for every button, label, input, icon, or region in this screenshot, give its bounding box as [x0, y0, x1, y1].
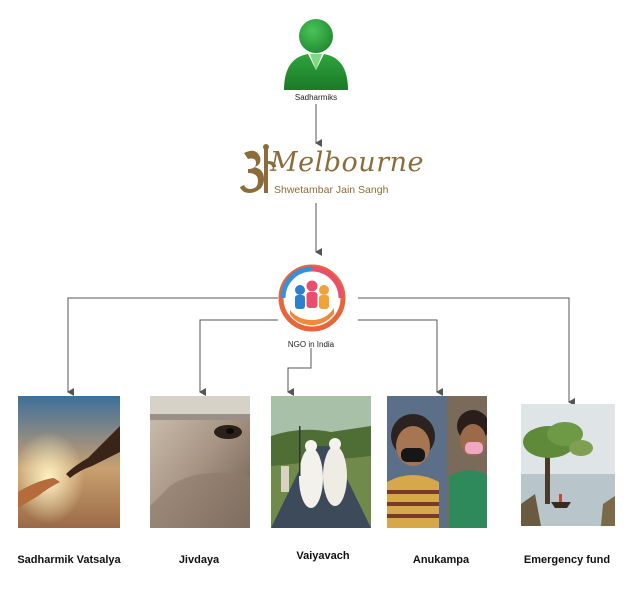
org-title: Melbourne [270, 147, 424, 178]
category-label-sadharmik-vatsalya: Sadharmik Vatsalya [17, 554, 121, 566]
category-label-anukampa: Anukampa [412, 554, 470, 566]
children-masks-photo [387, 396, 487, 528]
category-label-jivdaya: Jivdaya [178, 554, 220, 566]
org-subtitle: Shwetambar Jain Sangh [274, 184, 389, 196]
category-label-emergency-fund: Emergency fund [523, 554, 611, 566]
connector-ngo-to-jivdaya [199, 319, 278, 396]
community-hands-icon [278, 264, 346, 332]
connector-ngo-to-anukampa [358, 319, 443, 396]
connector-ngo-to-emergency [358, 297, 575, 406]
jain-symbol-icon [240, 144, 276, 193]
user-icon [284, 19, 348, 90]
person-label: Sadharmiks [294, 93, 338, 102]
monks-walking-photo [271, 396, 371, 528]
org-logo: Melbourne Shwetambar Jain Sangh [238, 143, 423, 203]
animal-eye-photo [150, 396, 250, 528]
connector-ngo-to-vaiyavach [287, 348, 312, 396]
person-node [276, 14, 356, 94]
category-label-vaiyavach: Vaiyavach [296, 550, 350, 562]
helping-hands-photo [18, 396, 120, 528]
connector-ngo-to-sadharmik [67, 297, 278, 396]
flood-tree-photo [521, 404, 615, 526]
ngo-label: NGO in India [287, 340, 335, 349]
ngo-node [278, 264, 346, 332]
